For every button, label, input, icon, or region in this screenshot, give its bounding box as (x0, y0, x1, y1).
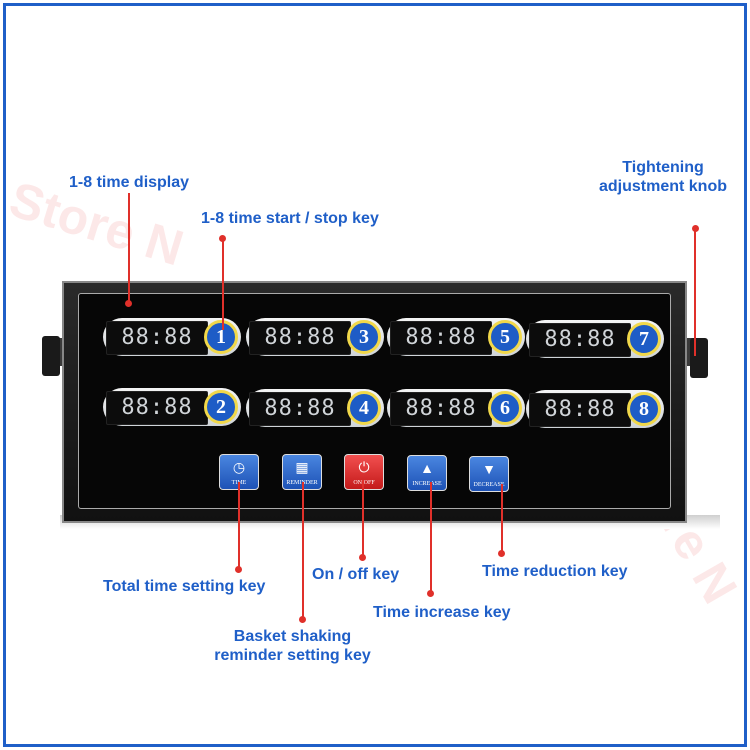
label-on-off: On / off key (312, 566, 400, 583)
tightening-adjustment-knob[interactable] (690, 338, 708, 378)
decrease-key[interactable]: ▼ DECREASE (469, 456, 509, 492)
pin-dot-time-display (125, 300, 132, 307)
decrease-key-label: DECREASE (473, 482, 505, 488)
pin-line-decrease (501, 484, 503, 554)
start-stop-button-7[interactable]: 7 (627, 322, 661, 356)
triangle-up-icon: ▲ (420, 460, 434, 476)
timer-4: 88:88 4 (246, 389, 384, 427)
start-stop-button-2[interactable]: 2 (204, 390, 238, 424)
start-stop-button-8[interactable]: 8 (627, 392, 661, 426)
time-display-4: 88:88 (249, 392, 351, 426)
start-stop-button-3[interactable]: 3 (347, 320, 381, 354)
label-knob-line2: adjustment knob (598, 178, 727, 195)
triangle-down-icon: ▼ (482, 461, 496, 477)
label-start-stop: 1-8 time start / stop key (201, 210, 379, 227)
time-display-3: 88:88 (249, 321, 351, 355)
label-knob-line1: Tightening (622, 159, 704, 176)
label-time-increase: Time increase key (373, 604, 511, 621)
timer-5: 88:88 5 (387, 318, 525, 356)
label-time-display: 1-8 time display (69, 174, 190, 191)
start-stop-button-1[interactable]: 1 (204, 320, 238, 354)
pin-line-time-display (128, 193, 130, 305)
time-display-6: 88:88 (390, 392, 492, 426)
label-basket-line1: Basket shaking (233, 628, 352, 645)
on-off-key-label: ON/OFF (353, 480, 375, 486)
timer-6: 88:88 6 (387, 389, 525, 427)
timer-8: 88:88 8 (526, 390, 664, 428)
pin-dot-basket (299, 616, 306, 623)
basket-icon: ▦ (295, 459, 309, 475)
power-icon: ⏻ (358, 459, 370, 475)
pin-line-total-time (238, 482, 240, 570)
pin-line-knob (694, 228, 696, 356)
increase-key[interactable]: ▲ INCREASE (407, 455, 447, 491)
pin-line-basket (302, 482, 304, 620)
label-basket-line2: reminder setting key (214, 647, 371, 664)
timer-7: 88:88 7 (526, 320, 664, 358)
label-basket: Basket shaking reminder setting key (195, 627, 390, 665)
time-display-2: 88:88 (106, 391, 208, 425)
time-display-8: 88:88 (529, 393, 631, 427)
time-display-5: 88:88 (390, 321, 492, 355)
time-key[interactable]: ◷ TIME (219, 454, 259, 490)
on-off-key[interactable]: ⏻ ON/OFF (344, 454, 384, 490)
clock-icon: ◷ (232, 459, 246, 475)
pin-dot-increase (427, 590, 434, 597)
timer-1: 88:88 1 (103, 318, 241, 356)
pin-dot-decrease (498, 550, 505, 557)
start-stop-button-5[interactable]: 5 (488, 320, 522, 354)
increase-key-label: INCREASE (412, 481, 442, 487)
left-knob[interactable] (42, 336, 60, 376)
time-display-7: 88:88 (529, 323, 631, 357)
start-stop-button-6[interactable]: 6 (488, 391, 522, 425)
pin-line-increase (430, 482, 432, 594)
start-stop-button-4[interactable]: 4 (347, 391, 381, 425)
timer-2: 88:88 2 (103, 388, 241, 426)
label-time-reduction: Time reduction key (482, 563, 628, 580)
pin-line-on-off (362, 480, 364, 558)
timer-3: 88:88 3 (246, 318, 384, 356)
label-knob: Tightening adjustment knob (588, 158, 738, 196)
time-display-1: 88:88 (106, 321, 208, 355)
pin-line-start-stop (222, 238, 224, 330)
pin-dot-total-time (235, 566, 242, 573)
pin-dot-on-off (359, 554, 366, 561)
image-frame (3, 3, 747, 747)
label-total-time: Total time setting key (103, 578, 266, 595)
